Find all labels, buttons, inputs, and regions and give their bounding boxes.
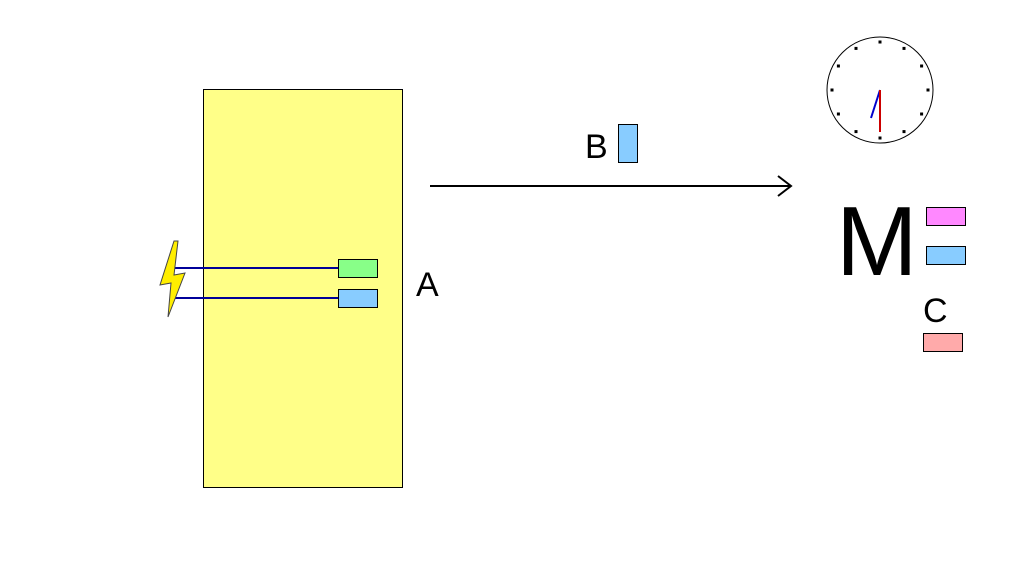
clock-tick bbox=[920, 112, 924, 116]
clock-tick bbox=[920, 64, 924, 68]
clock-tick bbox=[854, 130, 858, 134]
blue-chip-panel bbox=[338, 289, 378, 308]
label-b: B bbox=[585, 128, 608, 166]
magenta-chip bbox=[926, 207, 966, 226]
label-m: M bbox=[836, 186, 918, 296]
blue-chip-b bbox=[618, 124, 638, 163]
clock-tick bbox=[902, 130, 906, 134]
clock-tick bbox=[878, 136, 882, 140]
label-c: C bbox=[923, 292, 948, 330]
label-a: A bbox=[416, 266, 439, 304]
clock-tick bbox=[854, 46, 858, 50]
blue-chip-m bbox=[926, 246, 966, 265]
lightning-bolt-icon bbox=[159, 240, 186, 318]
right-arrow bbox=[430, 175, 793, 197]
clock-tick bbox=[830, 88, 834, 92]
clock-icon bbox=[826, 36, 934, 144]
yellow-panel bbox=[203, 89, 403, 488]
clock-tick bbox=[836, 64, 840, 68]
clock-hour-hand bbox=[870, 89, 881, 119]
green-chip bbox=[338, 259, 378, 278]
salmon-chip bbox=[923, 333, 963, 352]
clock-tick bbox=[836, 112, 840, 116]
clock-tick bbox=[878, 40, 882, 44]
clock-tick bbox=[926, 88, 930, 92]
clock-tick bbox=[902, 46, 906, 50]
